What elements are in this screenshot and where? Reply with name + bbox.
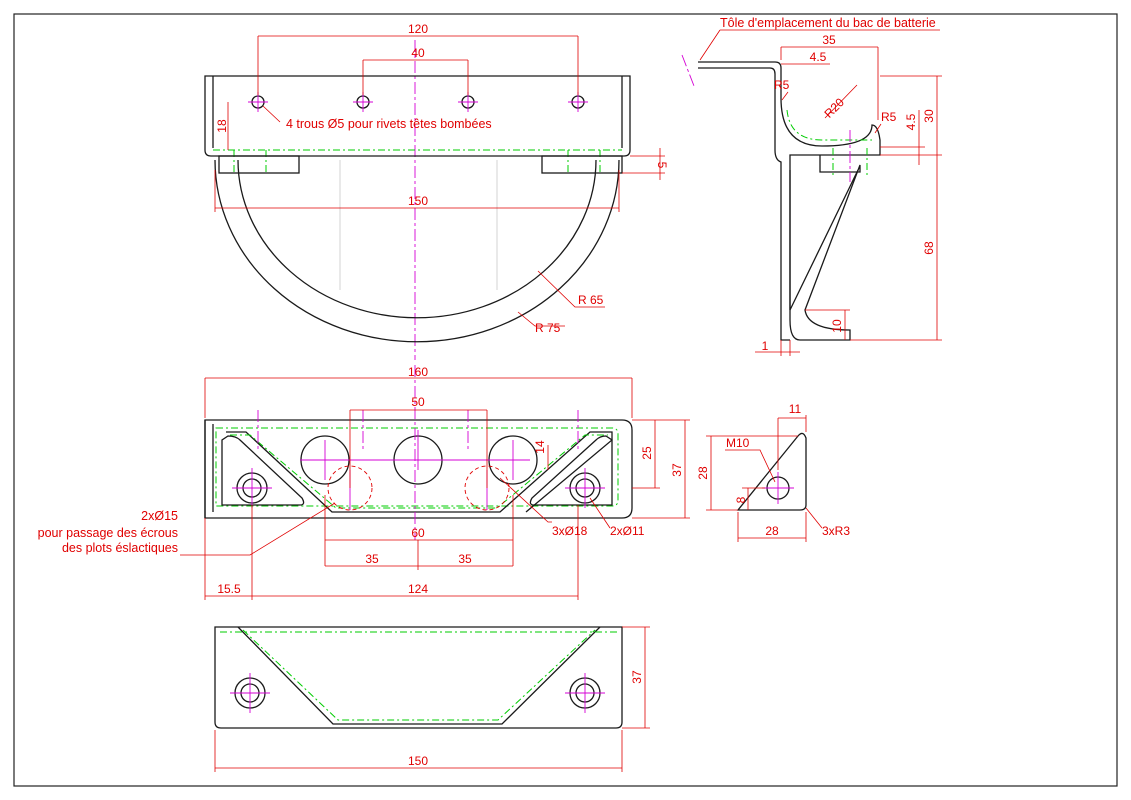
- front-view: 120 40 18 5 150 R 65 R 75 4 trous Ø5 pou…: [204, 22, 669, 360]
- gusset-dim-8: 8: [734, 496, 748, 503]
- top-dim-160: 160: [408, 365, 428, 379]
- nut-passage-note-1: 2xØ15: [141, 509, 178, 523]
- top-dim-60: 60: [411, 526, 425, 540]
- side-hidden-bend: [786, 109, 872, 141]
- side-break-mark: [681, 54, 695, 87]
- side-profile: [698, 61, 881, 341]
- front-dim-5: 5: [655, 162, 669, 169]
- bottom-dim-37: 37: [630, 670, 644, 684]
- top-center-cutout: [226, 431, 613, 513]
- top-hidden-cutout: [230, 434, 608, 509]
- bottom-plate-outline: [214, 626, 623, 729]
- top-hole-15-right: [464, 465, 510, 511]
- top-view: 160 50 14 25 37 60 35 35 15.5 124 3xØ18 …: [38, 365, 690, 600]
- top-hidden-outline: [215, 427, 619, 507]
- nut-passage-note-3: des plots éslactiques: [62, 541, 178, 555]
- top-dim-124: 124: [408, 582, 428, 596]
- front-dim-120: 120: [408, 22, 428, 36]
- side-dim-r5-b: R5: [881, 110, 897, 124]
- bottom-hidden-cutout: [242, 629, 596, 721]
- top-dim-14: 14: [533, 440, 547, 454]
- top-dim-37: 37: [670, 463, 684, 477]
- gusset-dim-m10: M10: [726, 436, 750, 450]
- gusset-dim-28-horizontal: 28: [765, 524, 779, 538]
- top-plate-outline: [204, 419, 633, 519]
- front-left-pad: [218, 155, 300, 174]
- gusset-dim-28-vertical: 28: [696, 466, 710, 480]
- top-right-gusset: [529, 435, 613, 506]
- side-dim-4-5-top: 4.5: [810, 50, 827, 64]
- nut-passage-note-2: pour passage des écrous: [38, 526, 178, 540]
- gusset-view: 11 M10 28 8 28 3xR3: [696, 402, 850, 542]
- top-dim-35-right: 35: [458, 552, 472, 566]
- drawing-frame: [13, 13, 1118, 787]
- front-dim-40: 40: [411, 46, 425, 60]
- side-dim-1: 1: [762, 339, 769, 353]
- top-hole-15-left: [327, 465, 373, 511]
- gusset-dim-3xr3: 3xR3: [822, 524, 850, 538]
- side-dim-10: 10: [830, 319, 844, 333]
- side-dim-68: 68: [922, 241, 936, 255]
- battery-sheet-note: Tôle d'emplacement du bac de batterie: [720, 16, 936, 30]
- front-dim-18: 18: [215, 119, 229, 133]
- top-dim-2x11: 2xØ11: [610, 524, 645, 538]
- rivet-holes-note: 4 trous Ø5 pour rivets têtes bombées: [286, 117, 492, 131]
- front-dim-r75: R 75: [535, 321, 561, 335]
- side-view: Tôle d'emplacement du bac de batterie 35…: [681, 16, 942, 356]
- top-dim-15-5: 15.5: [217, 582, 241, 596]
- front-bracket-body: [204, 75, 631, 157]
- front-rivet-holes: [248, 92, 588, 112]
- bottom-dim-150: 150: [408, 754, 428, 768]
- front-right-pad: [541, 155, 623, 174]
- top-dim-50: 50: [411, 395, 425, 409]
- top-left-gusset: [221, 435, 305, 506]
- side-dim-r5-a: R5: [774, 78, 790, 92]
- side-profile-inner: [698, 67, 790, 341]
- front-outer-arc: [214, 159, 620, 343]
- front-dim-150: 150: [408, 194, 428, 208]
- bottom-view: 37 150: [214, 626, 650, 772]
- side-gusset: [789, 169, 859, 311]
- top-dim-3x18: 3xØ18: [552, 524, 588, 538]
- front-inner-arc: [237, 159, 597, 319]
- side-dim-30: 30: [922, 109, 936, 123]
- gusset-triangle: [736, 432, 807, 511]
- gusset-dim-11: 11: [789, 402, 802, 416]
- front-dim-r65: R 65: [578, 293, 604, 307]
- side-dim-4-5-right: 4.5: [904, 113, 918, 130]
- top-dim-25: 25: [640, 446, 654, 460]
- bottom-cutout: [237, 626, 601, 725]
- side-dim-35: 35: [822, 33, 836, 47]
- top-dim-35-left: 35: [365, 552, 379, 566]
